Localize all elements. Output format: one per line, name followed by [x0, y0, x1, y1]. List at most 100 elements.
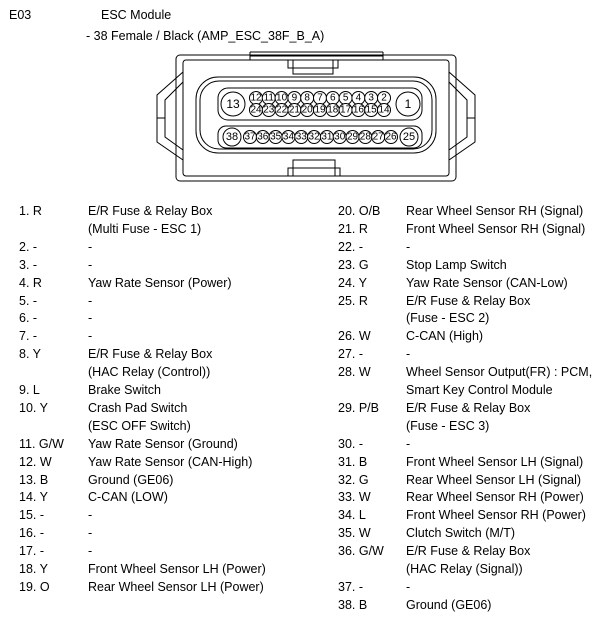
pin-label: 4 [356, 93, 362, 104]
pin-number: 14. Y [19, 490, 48, 505]
pin-label: 23 [263, 105, 275, 116]
pin-label: 1 [405, 97, 412, 111]
pin-description: Front Wheel Sensor RH (Power) [406, 508, 586, 523]
pin-number: 22. - [338, 239, 364, 254]
pin-cavity [384, 130, 398, 144]
pin-number: 33. W [338, 490, 371, 505]
pin-label: 35 [270, 132, 282, 143]
pin-cavity-large [222, 127, 242, 147]
pin-label: 28 [360, 132, 372, 143]
pin-label: 27 [373, 132, 385, 143]
pin-description: Rear Wheel Sensor RH (Power) [406, 490, 584, 505]
pin-label: 14 [378, 105, 390, 116]
pin-label: 38 [226, 131, 238, 143]
pin-number: 10. Y [19, 400, 48, 415]
pin-label: 30 [334, 132, 346, 143]
pin-number: 19. O [19, 579, 50, 594]
pin-label: 26 [385, 132, 397, 143]
pin-description: - [88, 311, 93, 326]
pin-number: 35. W [338, 526, 371, 541]
pin-cavity [377, 103, 391, 117]
pin-number: 3. - [19, 257, 38, 272]
pin-description: Rear Wheel Sensor RH (Signal) [406, 204, 584, 218]
pin-description: Clutch Switch (M/T) [406, 526, 516, 541]
pin-number: 2. - [19, 239, 38, 254]
pin-number: 12. W [19, 454, 52, 469]
pin-description: - [88, 293, 93, 308]
pin-number: 38. B [338, 597, 368, 612]
pin-description: (HAC Relay (Signal)) [406, 561, 523, 576]
pin-number: 15. - [19, 508, 45, 523]
pin-number: 16. - [19, 526, 45, 541]
pin-number: 17. - [19, 544, 45, 559]
pin-number: 9. L [19, 383, 40, 397]
pin-label: 13 [226, 97, 240, 111]
pin-number: 26. W [338, 329, 371, 344]
pin-label: 10 [276, 93, 288, 104]
pin-number: 21. R [338, 221, 368, 236]
pin-description: Front Wheel Sensor RH (Signal) [406, 221, 586, 236]
pin-number: 13. B [19, 472, 49, 487]
pin-description: Crash Pad Switch [88, 400, 188, 415]
pin-description: - [88, 257, 93, 272]
pin-number: 4. R [19, 275, 42, 290]
pin-label: 33 [296, 132, 308, 143]
pin-label: 5 [343, 93, 349, 104]
pin-description: E/R Fuse & Relay Box [406, 293, 531, 308]
pin-description: - [88, 239, 93, 254]
pin-cavity-large [395, 91, 421, 117]
connector-code: E03 [9, 8, 32, 22]
pin-label: 32 [309, 132, 321, 143]
pin-description: Rear Wheel Sensor LH (Power) [88, 579, 264, 594]
pin-number: 27. - [338, 347, 364, 362]
pin-label: 6 [330, 93, 336, 104]
pin-description: E/R Fuse & Relay Box [88, 347, 213, 362]
pin-label: 22 [276, 105, 288, 116]
pin-description: Smart Key Control Module [406, 382, 553, 397]
pin-description: C-CAN (High) [406, 329, 484, 344]
pin-description: Stop Lamp Switch [406, 257, 507, 272]
pin-label: 21 [289, 105, 301, 116]
pin-label: 34 [283, 132, 295, 143]
pin-label: 24 [250, 105, 262, 116]
connector-description: - 38 Female / Black (AMP_ESC_38F_B_A) [86, 29, 325, 43]
pin-description: (ESC OFF Switch) [88, 418, 191, 433]
pin-number: 34. L [338, 508, 366, 523]
pin-description: Wheel Sensor Output(FR) : PCM, [406, 365, 593, 380]
pin-label: 12 [250, 93, 262, 104]
pin-number: 25. R [338, 293, 368, 308]
pin-number: 37. - [338, 579, 364, 594]
pin-description: E/R Fuse & Relay Box [88, 204, 213, 218]
pin-description: (Multi Fuse - ESC 1) [88, 221, 202, 236]
pin-description: - [406, 347, 411, 362]
pin-label: 37 [244, 132, 256, 143]
pin-label: 7 [317, 93, 323, 104]
pin-label: 9 [292, 93, 298, 104]
pin-description: Front Wheel Sensor LH (Power) [88, 562, 266, 576]
pin-description: (Fuse - ESC 3) [406, 418, 490, 433]
pin-number: 7. - [19, 329, 38, 344]
pin-label: 19 [314, 105, 326, 116]
pin-number: 28. W [338, 365, 371, 380]
pin-description: - [88, 508, 93, 523]
pin-description: Rear Wheel Sensor LH (Signal) [406, 472, 582, 487]
pin-description: Ground (GE06) [88, 472, 174, 487]
pin-number: 1. R [19, 204, 42, 218]
pin-label: 3 [368, 93, 374, 104]
top-pin-cavity [217, 87, 423, 121]
pin-description: - [88, 526, 93, 541]
pin-description: - [406, 579, 411, 594]
pin-label: 16 [353, 105, 365, 116]
pin-description: - [406, 239, 411, 254]
pin-number: 31. B [338, 454, 368, 469]
pin-number: 11. G/W [19, 436, 64, 451]
pin-description: - [88, 329, 93, 344]
pin-label: 11 [264, 93, 275, 104]
pin-label: 8 [304, 93, 310, 104]
pin-description: E/R Fuse & Relay Box [406, 544, 531, 559]
pin-description: - [88, 544, 93, 559]
pin-label: 15 [366, 105, 378, 116]
pin-description: - [406, 436, 411, 451]
pin-description: (HAC Relay (Control)) [88, 365, 211, 380]
